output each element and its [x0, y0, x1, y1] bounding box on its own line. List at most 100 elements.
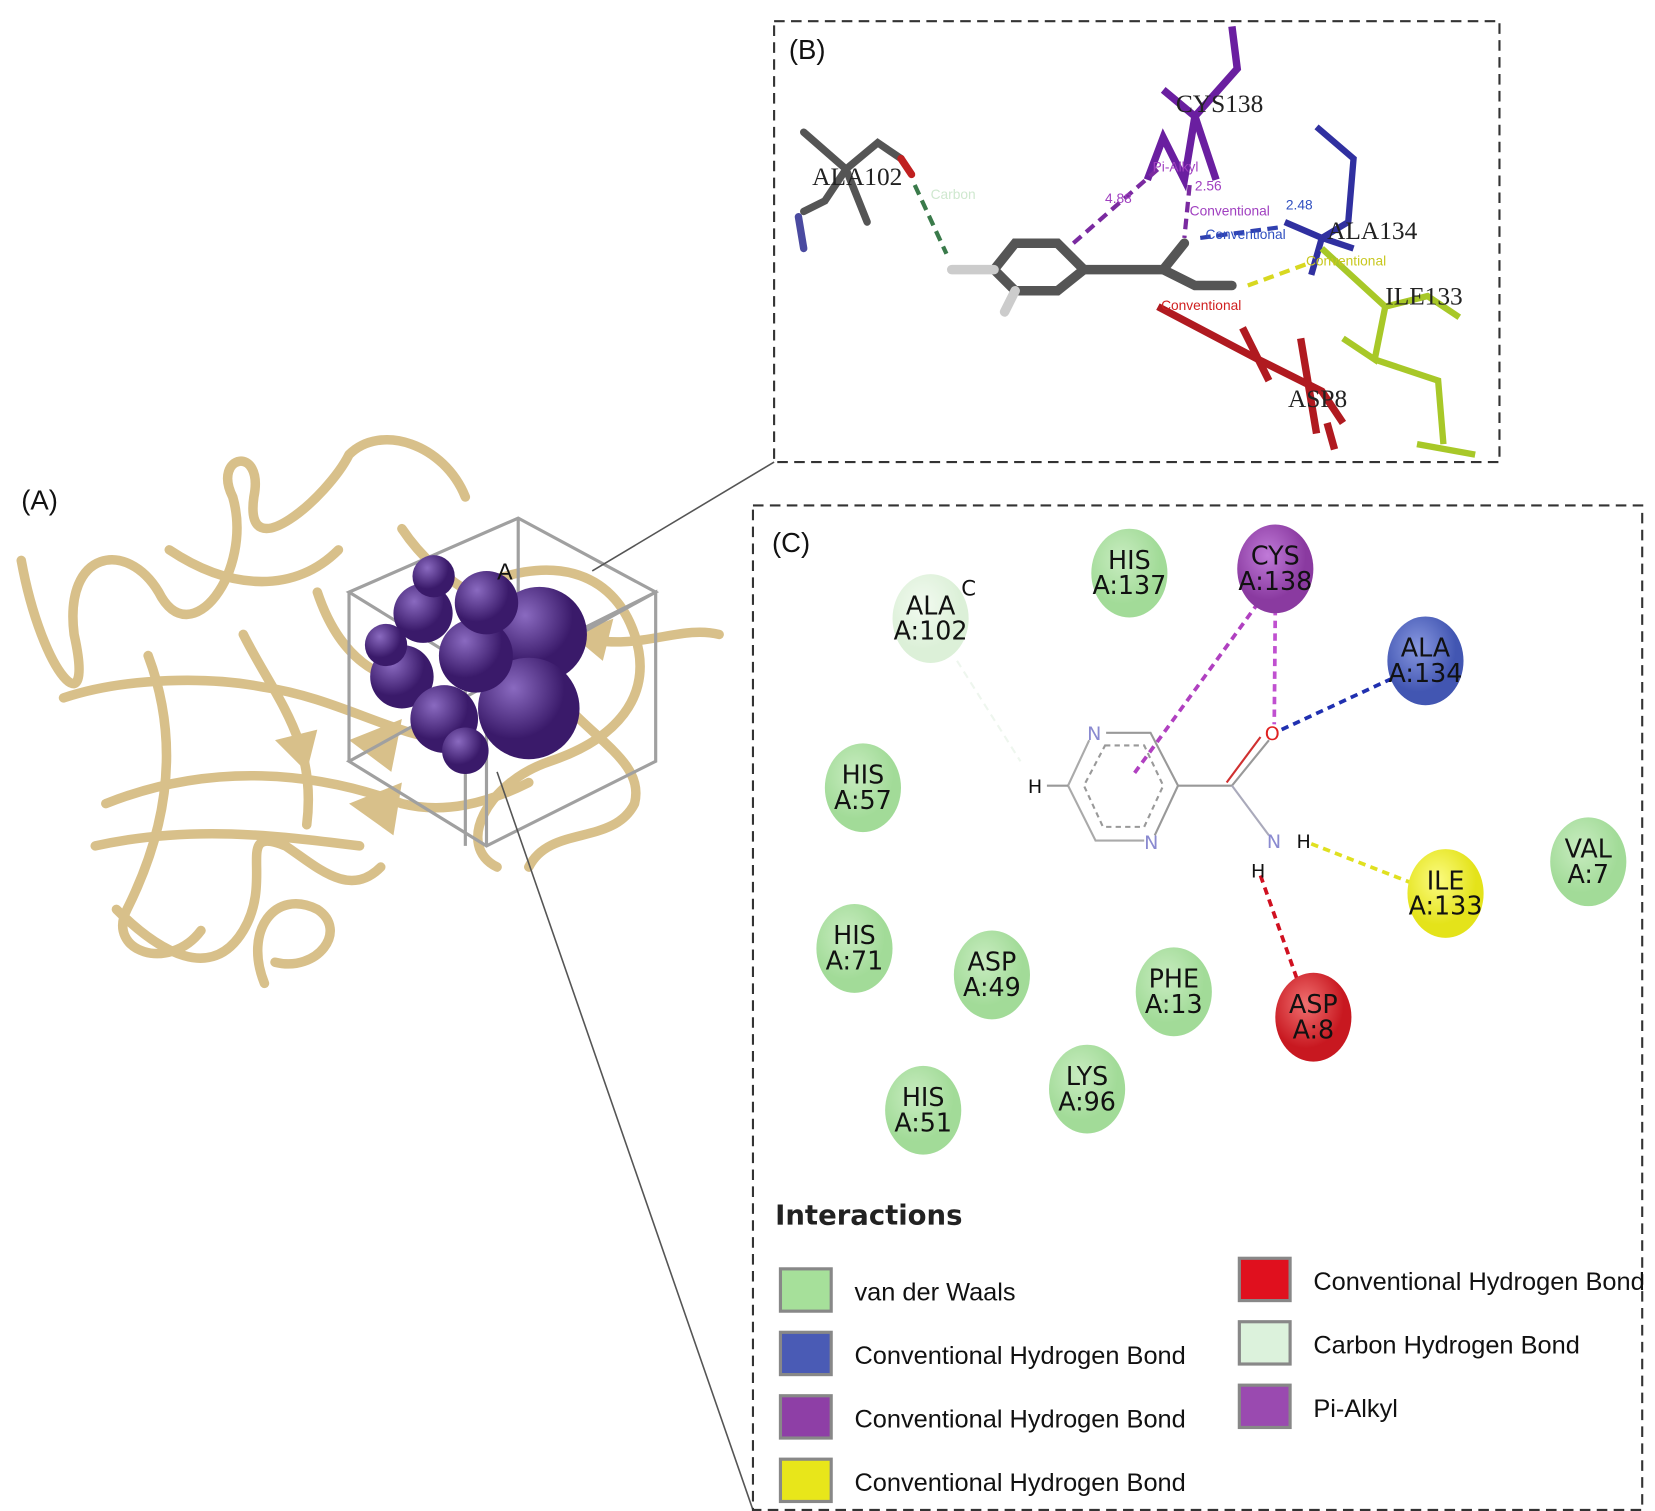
residue-circle	[1550, 817, 1627, 907]
panel-a-label: (A)	[21, 485, 58, 516]
ribbon-arrows	[275, 618, 614, 836]
atom-o: O	[1265, 723, 1280, 745]
legend-swatch	[778, 1330, 833, 1377]
residue-id: A:138	[1238, 566, 1312, 596]
legend-label: Conventional Hydrogen Bond	[1313, 1268, 1644, 1296]
ligand-2d	[1046, 731, 1270, 842]
residue-id: A:102	[894, 616, 968, 646]
interaction-label: Conventional	[1161, 298, 1241, 313]
ala102-sticks	[794, 128, 916, 253]
residue-name: LYS	[1066, 1061, 1108, 1091]
residue-circle	[885, 1065, 962, 1155]
legend-label: Conventional Hydrogen Bond	[854, 1469, 1185, 1497]
legend-item: Conventional Hydrogen Bond	[778, 1457, 1186, 1504]
residue-circle	[892, 574, 969, 663]
residue-id: A:133	[1409, 891, 1483, 921]
residue-ala102: ALA102	[812, 163, 902, 191]
legend-item: Pi-Alkyl	[1237, 1383, 1398, 1430]
distance-label: 2.48	[1286, 197, 1313, 212]
legend-swatch	[1237, 1383, 1292, 1430]
residue-circle	[953, 930, 1030, 1020]
legend-swatch	[1237, 1256, 1292, 1303]
legend-item: Conventional Hydrogen Bond	[1237, 1256, 1645, 1303]
atom-n: N	[1267, 831, 1281, 853]
residue-name: HIS	[1108, 545, 1151, 575]
legend-label: Conventional Hydrogen Bond	[854, 1342, 1185, 1370]
residue-circle	[1049, 1044, 1126, 1134]
interaction-label: Conventional	[1206, 227, 1286, 242]
panel-b-label: (B)	[789, 34, 826, 65]
legend-title: Interactions	[775, 1199, 962, 1231]
residue-name: HIS	[902, 1082, 945, 1112]
legend-swatch	[778, 1267, 833, 1313]
residue-circle	[1275, 972, 1352, 1062]
residue-id: A:57	[834, 785, 892, 815]
distance-label: 2.56	[1195, 178, 1222, 193]
protein-ribbon	[16, 435, 724, 989]
legend-label: Carbon Hydrogen Bond	[1313, 1331, 1579, 1359]
residue-circle	[1407, 849, 1484, 938]
legend-label: Pi-Alkyl	[1313, 1395, 1398, 1423]
legend-item: Carbon Hydrogen Bond	[1237, 1320, 1580, 1366]
residue-circle	[816, 904, 893, 993]
residue-name: ASP	[968, 947, 1017, 977]
chain-label: A	[497, 558, 513, 584]
legend-swatch	[778, 1394, 833, 1440]
residue-asp8: ASP8	[1288, 385, 1347, 413]
interaction-dashes	[912, 167, 1307, 288]
panel-b-3d-interactions: (B) CYS138 ALA102 AL	[773, 20, 1501, 464]
residue-name: HIS	[833, 920, 876, 950]
cys138-sticks	[1143, 25, 1242, 192]
distance-label: 4.88	[1105, 191, 1132, 206]
residue-circle	[1135, 947, 1212, 1037]
residue-ala134: ALA134	[1327, 217, 1417, 245]
residue-id: A:96	[1058, 1086, 1116, 1116]
panel-c-2d-interactions: (C) N N N O H H H ALAA:102CHISA:137CYSA:…	[751, 504, 1645, 1511]
ligand-spheres	[364, 555, 587, 775]
atom-n: N	[1144, 832, 1158, 854]
residue-name: ASP	[1289, 989, 1338, 1019]
residue-nodes: ALAA:102CHISA:137CYSA:138ALAA:134HISA:57…	[816, 524, 1627, 1155]
interaction-label: Pi-Alkyl	[1153, 159, 1199, 174]
atom-h: H	[1251, 861, 1265, 883]
ligand-sticks	[946, 238, 1237, 317]
asp8-sticks	[1156, 303, 1347, 451]
residue-id: A:8	[1293, 1014, 1335, 1044]
interaction-lines	[956, 601, 1413, 984]
panel-c-label: (C)	[772, 527, 810, 558]
residue-ile133: ILE133	[1385, 283, 1462, 311]
residue-id: A:49	[963, 972, 1021, 1002]
atom-n: N	[1087, 723, 1101, 745]
legend-swatch	[778, 1457, 833, 1504]
residue-id: A:13	[1145, 989, 1203, 1019]
residue-name: ALA	[1401, 633, 1451, 663]
interaction-label: Conventional	[1306, 253, 1386, 268]
residue-id: A:71	[826, 946, 884, 976]
residue-name: ALA	[906, 590, 956, 620]
residue-name: HIS	[842, 760, 885, 790]
panel-a-protein-structure: (A)	[16, 435, 724, 989]
legend-label: Conventional Hydrogen Bond	[854, 1405, 1185, 1433]
ile133-sticks	[1319, 246, 1476, 458]
residue-superscript: C	[961, 575, 976, 600]
atom-h: H	[1296, 831, 1310, 853]
ala134-sticks	[1283, 124, 1357, 276]
residue-circle	[1387, 616, 1464, 706]
interaction-label: Carbon	[931, 187, 976, 202]
residue-circle	[1091, 528, 1168, 618]
